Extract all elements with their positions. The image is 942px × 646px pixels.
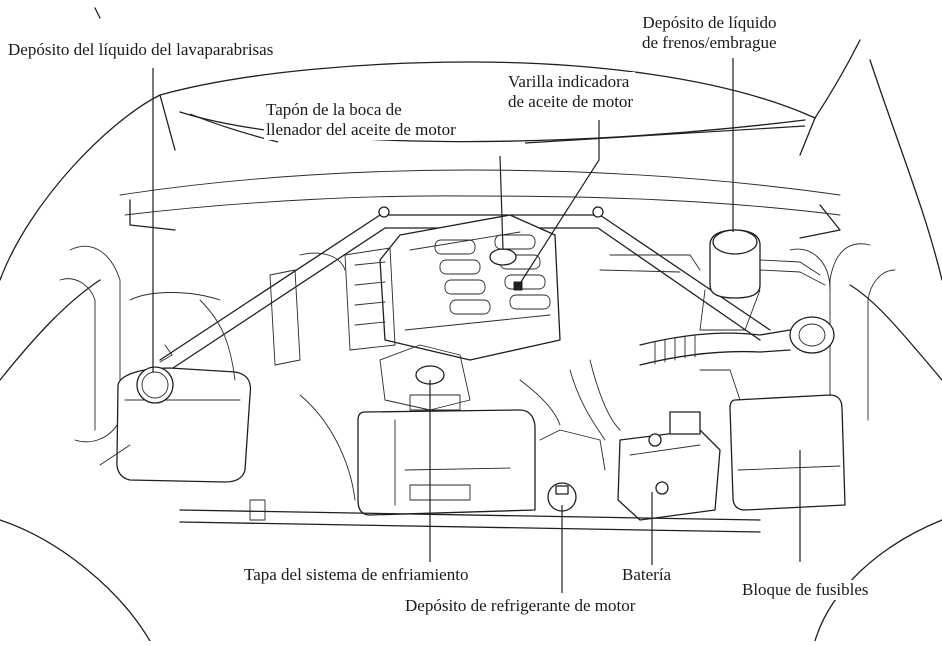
right-inner-fender xyxy=(789,243,896,421)
label-dipstick-line1: Varilla indicadora xyxy=(508,72,630,91)
label-fuse-block: Bloque de fusibles xyxy=(740,580,871,600)
label-brake-reservoir: Depósito de líquido de frenos/embrague xyxy=(640,13,779,53)
label-dipstick: Varilla indicadora de aceite de motor xyxy=(506,72,636,112)
misc-hoses xyxy=(199,254,701,501)
label-brake-line2: de frenos/embrague xyxy=(642,33,777,52)
body-outline xyxy=(0,7,942,642)
label-oil-cap-line1: Tapón de la boca de xyxy=(266,100,402,119)
intake-manifold xyxy=(269,247,396,366)
intake-hose xyxy=(569,316,835,441)
washer-reservoir xyxy=(99,344,252,483)
label-cooling-cap: Tapa del sistema de enfriamiento xyxy=(242,565,471,585)
brake-reservoir xyxy=(699,229,826,331)
label-dipstick-line2: de aceite de motor xyxy=(508,92,634,111)
leader-dipstick xyxy=(518,120,600,286)
label-battery: Batería xyxy=(620,565,674,585)
label-oil-cap-line2: llenador del aceite de motor xyxy=(266,120,456,139)
leader-lines xyxy=(152,58,806,593)
front-bumper xyxy=(179,499,761,533)
label-washer-reservoir: Depósito del líquido del lavaparabrisas xyxy=(6,40,276,60)
battery xyxy=(617,411,721,521)
fuse-block xyxy=(699,369,846,511)
cowl-panel xyxy=(119,169,841,239)
air-intake-box xyxy=(357,409,536,516)
label-coolant-reservoir: Depósito de refrigerante de motor xyxy=(403,596,638,616)
engine-cover xyxy=(379,214,561,361)
label-brake-line1: Depósito de líquido xyxy=(642,13,777,32)
coolant-reservoir xyxy=(539,429,606,512)
leader-oil-cap xyxy=(499,155,504,251)
label-oil-cap: Tapón de la boca de llenador del aceite … xyxy=(264,100,458,140)
